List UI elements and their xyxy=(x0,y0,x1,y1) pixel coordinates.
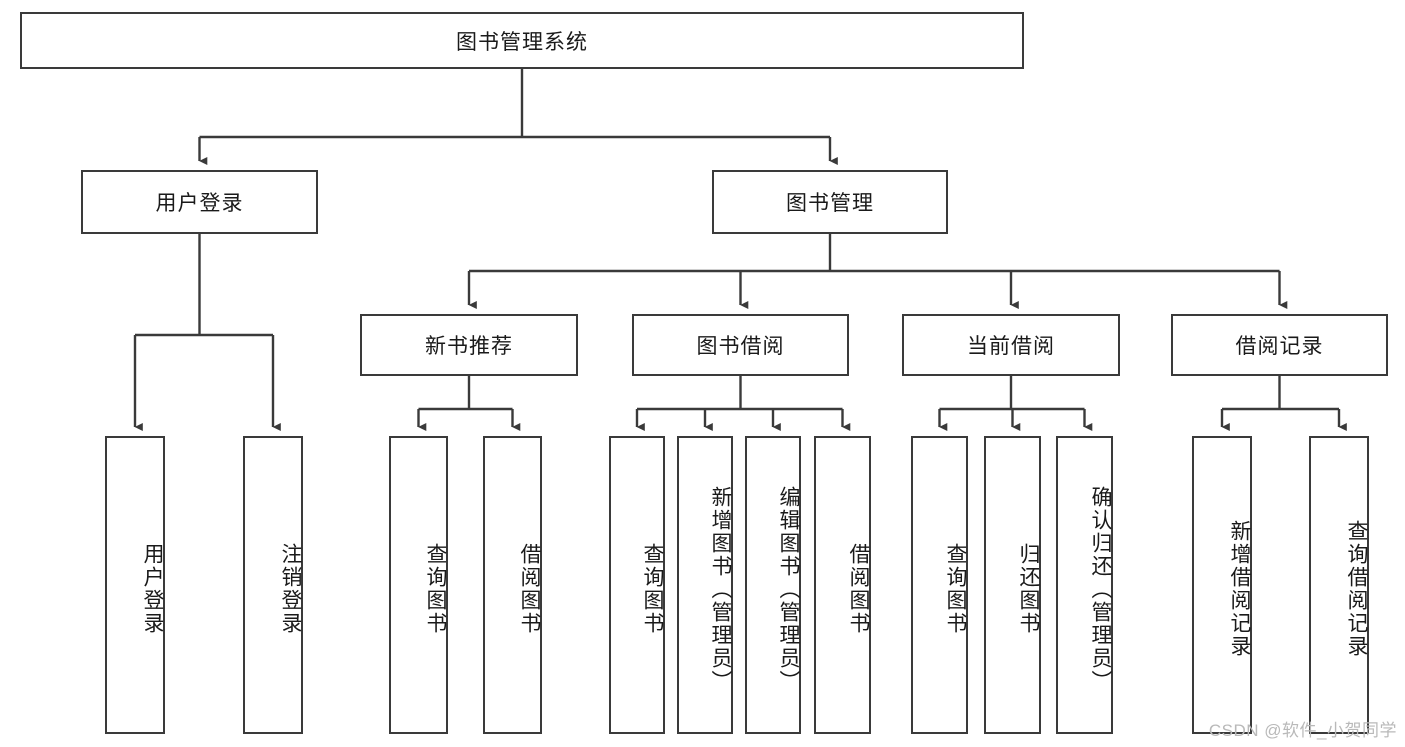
node-user-login[interactable]: 用户登录 xyxy=(81,170,318,234)
leaf-borrow-book[interactable]: 借阅图书 xyxy=(814,436,871,734)
leaf-query-book-recommend[interactable]: 查询图书 xyxy=(389,436,448,734)
leaf-user-login[interactable]: 用户登录 xyxy=(105,436,165,734)
leaf-query-borrow-record[interactable]: 查询借阅记录 xyxy=(1309,436,1369,734)
leaf-query-book-current[interactable]: 查询图书 xyxy=(911,436,968,734)
leaf-logout[interactable]: 注销登录 xyxy=(243,436,303,734)
leaf-add-borrow-record[interactable]: 新增借阅记录 xyxy=(1192,436,1252,734)
node-current-borrow[interactable]: 当前借阅 xyxy=(902,314,1120,376)
leaf-confirm-return-admin[interactable]: 确认归还（管理员） xyxy=(1056,436,1113,734)
leaf-return-book[interactable]: 归还图书 xyxy=(984,436,1041,734)
node-borrow-record[interactable]: 借阅记录 xyxy=(1171,314,1388,376)
watermark: CSDN @软件_小贺同学 xyxy=(1208,721,1397,740)
node-root[interactable]: 图书管理系统 xyxy=(20,12,1024,69)
node-new-book-recommend[interactable]: 新书推荐 xyxy=(360,314,578,376)
leaf-add-book-admin[interactable]: 新增图书（管理员） xyxy=(677,436,733,734)
leaf-edit-book-admin[interactable]: 编辑图书（管理员） xyxy=(745,436,801,734)
node-book-borrow[interactable]: 图书借阅 xyxy=(632,314,849,376)
leaf-borrow-book-recommend[interactable]: 借阅图书 xyxy=(483,436,542,734)
node-book-management[interactable]: 图书管理 xyxy=(712,170,948,234)
leaf-query-book-borrow[interactable]: 查询图书 xyxy=(609,436,665,734)
